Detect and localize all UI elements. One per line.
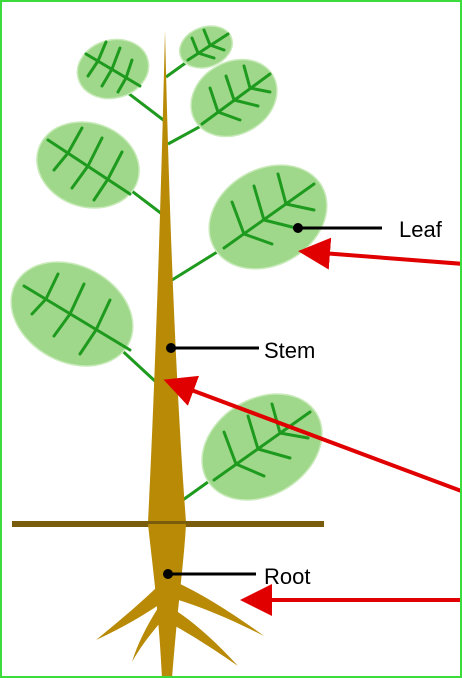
- leaf-arrow: [322, 253, 462, 264]
- stem-label: Stem: [264, 338, 315, 363]
- root-label: Root: [264, 564, 310, 589]
- leaf: [71, 32, 156, 107]
- leaf-label: Leaf: [399, 217, 443, 242]
- roots: [96, 524, 264, 678]
- leaf: [2, 242, 151, 387]
- leaf: [190, 144, 345, 289]
- leaf: [26, 109, 151, 221]
